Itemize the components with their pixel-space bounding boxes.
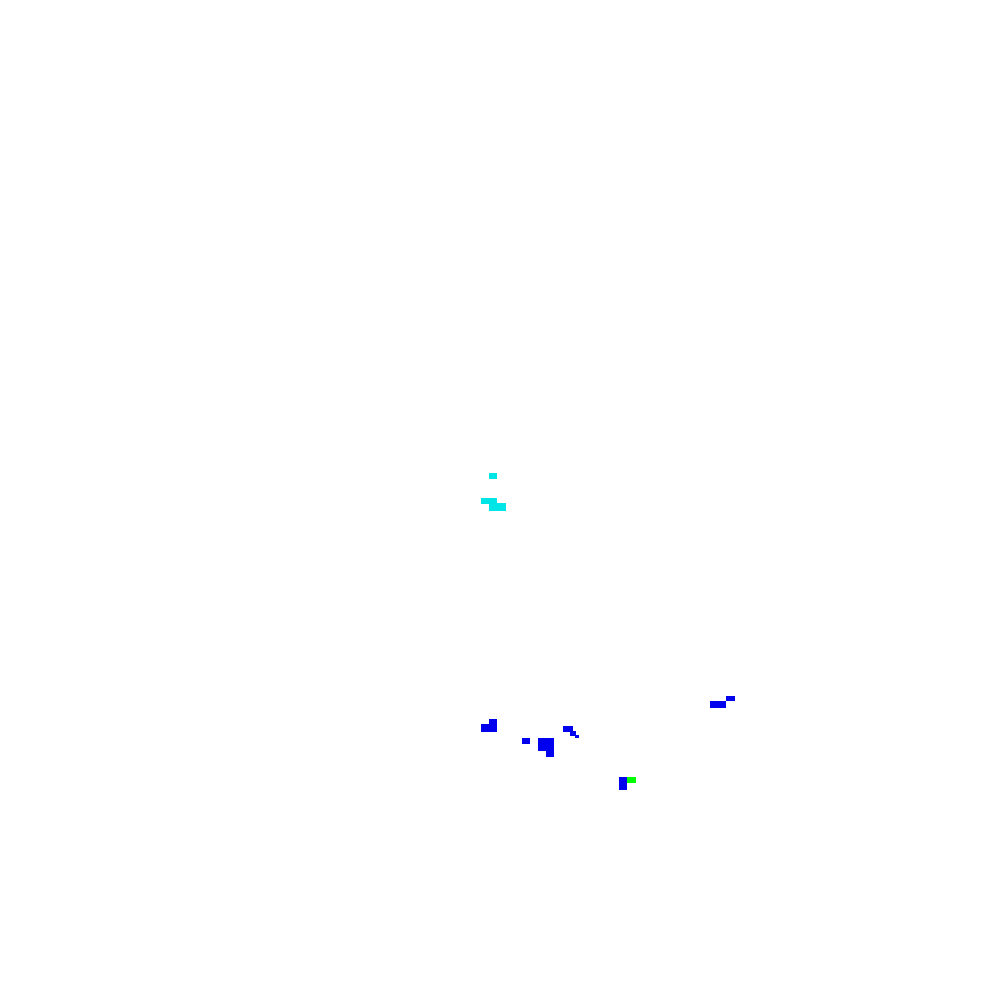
blue-fragment [546,750,554,757]
green-fragment [627,777,636,783]
blue-fragment [619,777,627,790]
blue-fragment [489,719,497,725]
cyan-fragment [489,503,506,511]
blue-fragment [538,738,554,751]
cyan-fragment [489,473,497,479]
blue-fragment [575,735,579,738]
blue-fragment [481,724,497,732]
blue-fragment [710,701,726,708]
blue-fragment [570,731,576,736]
blue-fragment [522,738,530,744]
cyan-fragment [481,498,497,504]
blue-fragment [563,726,573,732]
blue-fragment [726,696,735,701]
